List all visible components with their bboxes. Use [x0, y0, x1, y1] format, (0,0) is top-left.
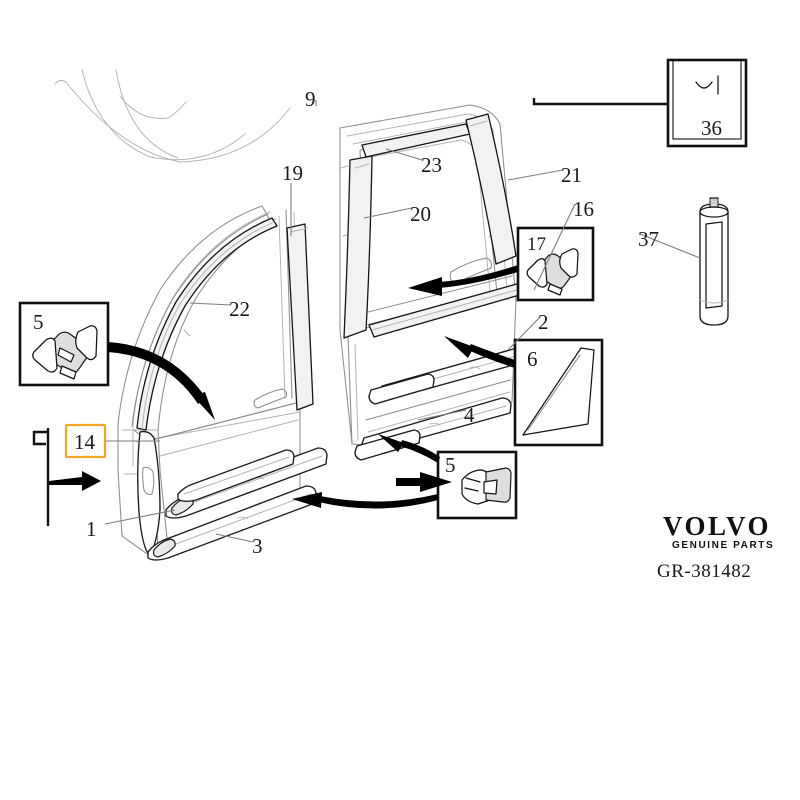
callout-1: 1 — [86, 517, 97, 541]
volvo-branding: VOLVO GENUINE PARTS GR-381482 — [657, 511, 774, 582]
part-20-rear-b-pillar-trim — [343, 155, 373, 339]
part-16-rear-belt-moulding — [368, 281, 531, 338]
rear-door-inner-trims — [354, 373, 435, 461]
callout-2: 2 — [538, 310, 549, 334]
leader-lines — [104, 100, 701, 543]
callout-label: 5 — [33, 310, 44, 334]
callout-37: 37 — [638, 227, 659, 251]
callout-21: 21 — [561, 163, 582, 187]
push-clip-icon — [461, 467, 512, 505]
arrow-box6-to-moulding — [444, 336, 515, 368]
arrow-box5b-to-part3 — [292, 492, 438, 509]
belt-clip-icon — [526, 248, 579, 296]
callout-14-label: 14 — [74, 430, 96, 454]
arrow-box5-to-frame — [108, 342, 215, 420]
fastener-icon — [695, 75, 719, 95]
callout-23: 23 — [421, 153, 442, 177]
wheel-arch-group — [54, 69, 291, 163]
part-23-rear-frame-upper-moulding — [361, 123, 471, 158]
highlighted-callout-14[interactable]: 14 — [64, 423, 107, 459]
genuine-parts-subtitle: GENUINE PARTS — [672, 540, 774, 551]
callout-4: 4 — [464, 403, 475, 427]
arrow-box17-to-belt — [408, 265, 518, 296]
callout-label: 5 — [445, 453, 456, 477]
part-number: GR-381482 — [657, 561, 751, 582]
retaining-clip-icon — [32, 325, 98, 380]
callout-22: 22 — [229, 297, 250, 321]
callout-16: 16 — [573, 197, 594, 221]
callout-19: 19 — [282, 161, 303, 185]
left-bracket-group — [32, 428, 101, 526]
detail-box-36[interactable]: 36 — [532, 58, 748, 148]
detail-box-5-bottom[interactable]: 5 — [436, 450, 518, 520]
callout-numbers: 9 19 23 21 20 16 37 22 2 4 1 3 — [86, 87, 659, 558]
callout-3: 3 — [252, 534, 263, 558]
part-14-front-door-trim — [137, 430, 161, 557]
detail-box-5-left[interactable]: 5 — [18, 301, 110, 387]
callout-label: 6 — [527, 347, 538, 371]
callout-label: 36 — [701, 116, 722, 140]
part-37-sealant-tube — [699, 197, 729, 326]
callout-label: 17 — [527, 234, 546, 255]
arrow-box5b-to-part2 — [378, 434, 440, 463]
detail-box-17[interactable]: 17 — [516, 226, 595, 302]
part-3-front-sill-moulding — [147, 485, 317, 561]
callout-20: 20 — [410, 202, 431, 226]
callout-9: 9 — [305, 87, 316, 111]
arrow-right-edge — [396, 472, 452, 492]
wedge-trim-icon — [522, 347, 595, 436]
detail-box-6[interactable]: 6 — [513, 338, 604, 447]
part-22-door-frame-moulding — [136, 217, 278, 431]
volvo-wordmark: VOLVO — [663, 511, 771, 541]
part-21-rear-c-pillar-trim — [465, 113, 517, 265]
front-door-inner-strip — [177, 449, 295, 502]
part-19-front-b-pillar-trim — [286, 223, 314, 411]
